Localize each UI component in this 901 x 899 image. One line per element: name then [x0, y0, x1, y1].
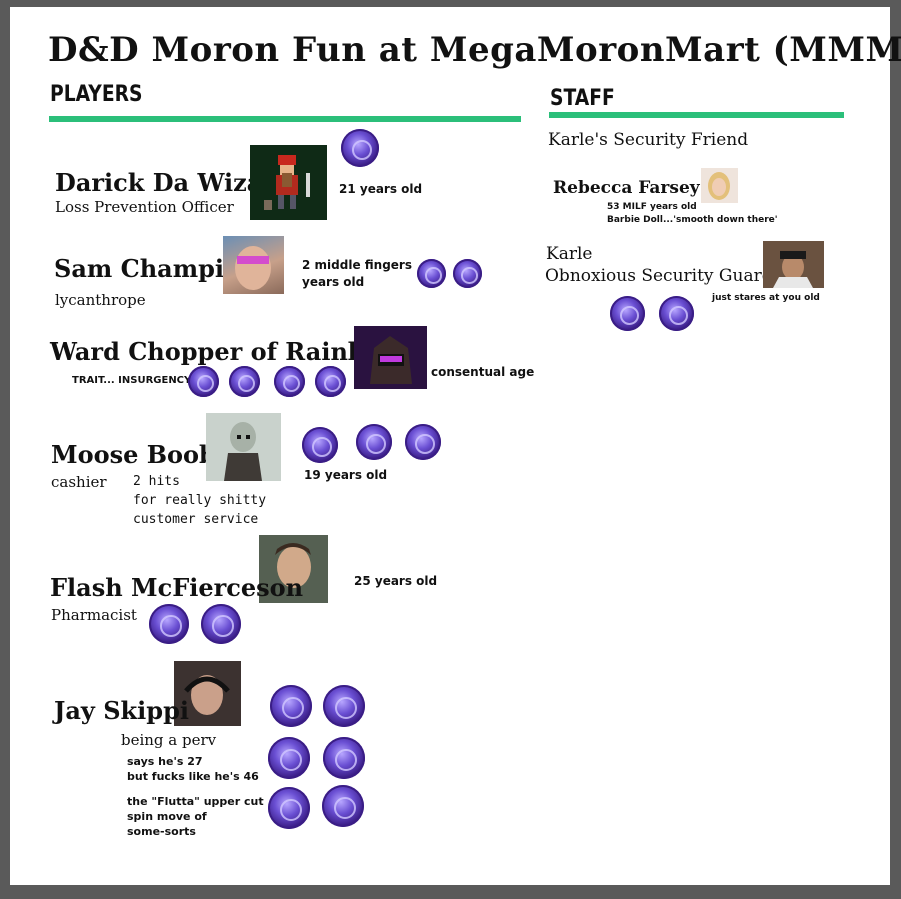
player-age-ward: consentual age: [431, 365, 535, 379]
staff-name-karle: Karle: [546, 244, 593, 264]
token-icon: [453, 259, 482, 288]
sam-portrait: [223, 236, 284, 294]
token-icon: [302, 427, 338, 463]
player-age-flash: 25 years old: [354, 574, 438, 588]
token-icon: [323, 737, 365, 779]
staff-age-karle: just stares at you old: [712, 293, 820, 303]
token-icon: [270, 685, 312, 727]
player-name-jay: Jay Skippi: [54, 696, 189, 725]
player-role-sam: lycanthrope: [55, 291, 146, 309]
token-icon: [341, 129, 379, 167]
staff-age-rebecca: 53 MILF years old: [607, 202, 697, 212]
token-icon: [322, 785, 364, 827]
staff-name-rebecca: Rebecca Farsey: [553, 178, 700, 198]
sheet-canvas: [10, 7, 890, 885]
staff-divider: [549, 112, 844, 118]
moose-portrait: [206, 413, 281, 481]
player-role-moose: cashier: [51, 473, 107, 491]
player-age-sam-line2: years old: [302, 275, 365, 289]
karle-portrait: [763, 241, 824, 288]
jay-portrait: [174, 661, 241, 726]
player-note-jay-2: the "Flutta" upper cut spin move of some…: [127, 795, 264, 838]
player-age-moose: 19 years old: [304, 468, 388, 482]
token-icon: [405, 424, 441, 460]
player-age-sam-line1: 2 middle fingers: [302, 258, 412, 272]
token-icon: [610, 296, 645, 331]
token-icon: [323, 685, 365, 727]
token-icon: [188, 366, 219, 397]
player-role-jay: being a perv: [121, 731, 217, 749]
player-role-flash: Pharmacist: [51, 606, 137, 624]
player-age-darick: 21 years old: [339, 182, 423, 196]
token-icon: [229, 366, 260, 397]
flash-portrait: [259, 535, 328, 603]
darick-portrait: [250, 145, 327, 220]
player-note-moose: 2 hits for really shitty customer servic…: [133, 474, 267, 527]
token-icon: [659, 296, 694, 331]
rebecca-portrait: [701, 168, 738, 203]
token-icon: [201, 604, 241, 644]
player-name-flash: Flash McFierceson: [50, 573, 304, 602]
page-title: D&D Moron Fun at MegaMoronMart (MMM): [48, 30, 901, 70]
staff-group-title: Karle's Security Friend: [548, 130, 749, 150]
token-icon: [268, 737, 310, 779]
players-heading: PLAYERS: [50, 82, 143, 107]
ward-portrait: [354, 326, 427, 389]
player-note-jay-1: says he's 27 but fucks like he's 46: [127, 755, 259, 783]
token-icon: [149, 604, 189, 644]
player-role-darick: Loss Prevention Officer: [55, 198, 234, 216]
players-divider: [49, 116, 521, 122]
player-trait-ward: TRAIT... INSURGENCY: [72, 375, 192, 386]
token-icon: [417, 259, 446, 288]
staff-note-rebecca: Barbie Doll...'smooth down there': [607, 215, 778, 225]
staff-role-karle: Obnoxious Security Guard: [545, 266, 773, 286]
player-name-moose: Moose Boobs: [51, 440, 230, 469]
token-icon: [356, 424, 392, 460]
token-icon: [315, 366, 346, 397]
token-icon: [268, 787, 310, 829]
token-icon: [274, 366, 305, 397]
staff-heading: STAFF: [550, 86, 615, 111]
